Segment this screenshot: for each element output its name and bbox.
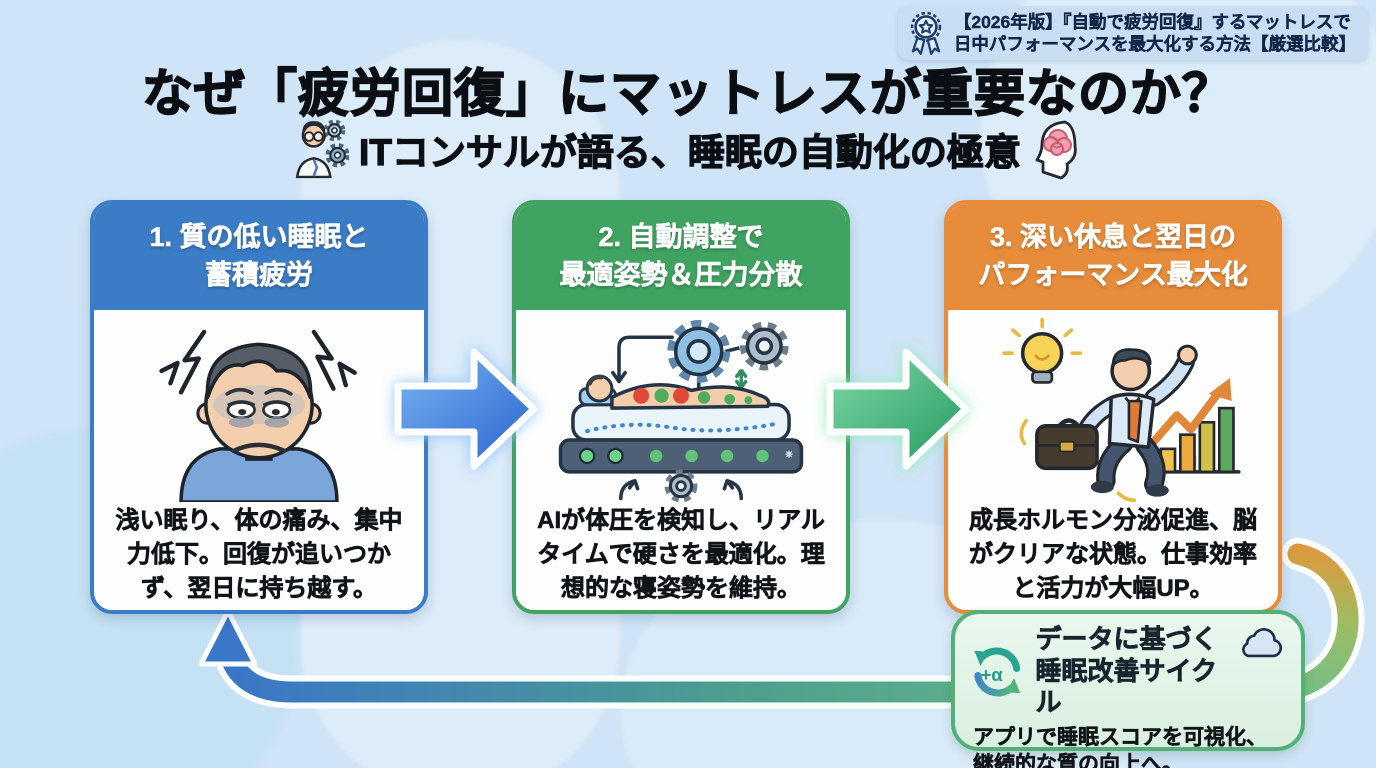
tired-person-illustration	[94, 316, 424, 502]
consultant-gears-icon	[295, 119, 350, 179]
step-card-1-title: 1. 質の低い睡眠と 蓄積疲労	[94, 204, 424, 310]
flow-arrow-step2-to-step3	[826, 348, 970, 470]
step-card-1: 1. 質の低い睡眠と 蓄積疲労	[90, 200, 428, 614]
flow-arrow-step1-to-step2	[394, 348, 538, 470]
top-banner: 【2026年版】『自動で疲労回復』するマットレスで 日中パフォーマンスを最大化す…	[897, 6, 1368, 60]
step-card-2-body: AIが体圧を検知し、リアルタイムで硬さを最適化。理想的な寝姿勢を維持。	[537, 507, 825, 603]
step-card-2: 2. 自動調整で 最適姿勢＆圧力分散	[512, 200, 850, 614]
page-title: なぜ「疲労回復」にマットレスが重要なのか？	[141, 64, 1234, 123]
banner-line2: 日中パフォーマンスを最大化する方法【厳選比較】	[953, 34, 1357, 54]
page-subtitle: ITコンサルが語る、睡眠の自動化の極意	[358, 131, 1021, 173]
subtitle-row: ITコンサルが語る、睡眠の自動化の極意	[0, 118, 1376, 180]
step-card-2-title: 2. 自動調整で 最適姿勢＆圧力分散	[516, 204, 846, 310]
cycle-box-body: アプリで睡眠スコアを可視化、継続的な質の向上へ。	[973, 726, 1268, 768]
brain-head-icon	[1035, 120, 1077, 180]
cycle-box-title: データに基づく 睡眠改善サイクル	[1035, 624, 1218, 718]
energized-businessman-illustration	[948, 316, 1278, 502]
step-card-3-body: 成長ホルモン分泌促進、脳がクリアな状態。仕事効率と活力が大幅UP。	[969, 507, 1258, 603]
data-cycle-box: +α データに基づく 睡眠改善サイクル アプリで睡眠スコアを可視化、継続的な質の…	[951, 610, 1305, 768]
data-cycle-icon: +α	[974, 647, 1021, 697]
cloud-icon	[1242, 628, 1282, 658]
award-rosette-icon	[910, 11, 942, 55]
step-card-3: 3. 深い休息と翌日の パフォーマンス最大化	[944, 200, 1282, 614]
step-card-1-body: 浅い眠り、体の痛み、集中力低下。回復が追いつかず、翌日に持ち越す。	[115, 507, 403, 603]
step-card-3-title: 3. 深い休息と翌日の パフォーマンス最大化	[948, 204, 1278, 310]
smart-mattress-illustration	[516, 316, 846, 502]
banner-line1: 【2026年版】『自動で疲労回復』するマットレスで	[953, 11, 1351, 32]
cycle-icon-label: +α	[980, 663, 1003, 684]
